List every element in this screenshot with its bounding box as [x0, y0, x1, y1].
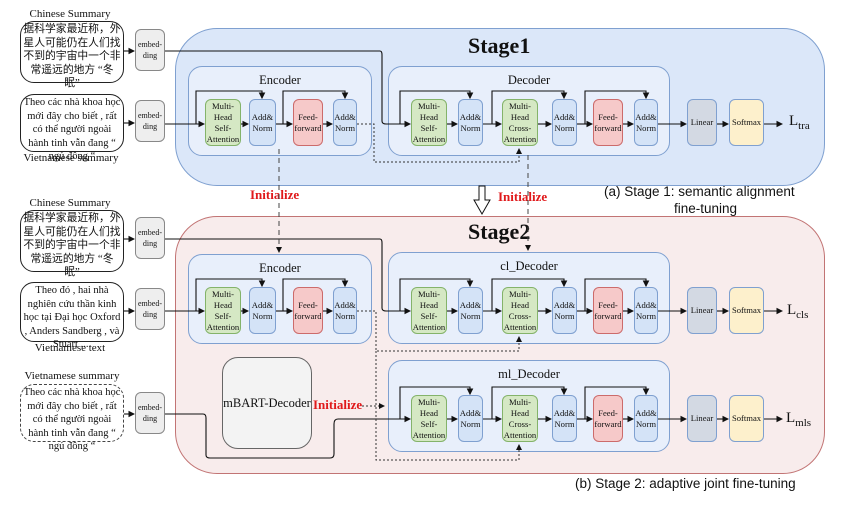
loss-cls: Lcls	[787, 302, 809, 321]
self-attention-block: Multi-Head Self-Attention	[411, 395, 447, 442]
add-norm-block: Add& Norm	[249, 287, 276, 334]
stage1-caption-line2: fine-tuning	[674, 201, 738, 216]
initialize-label: Initialize	[498, 189, 548, 204]
add-norm-block: Add& Norm	[552, 395, 577, 442]
encoder-label: Encoder	[259, 261, 301, 275]
stage2-title: Stage2	[468, 219, 531, 244]
add-norm-block: Add& Norm	[458, 287, 483, 334]
add-norm-block: Add& Norm	[458, 99, 483, 146]
add-norm-block: Add& Norm	[634, 99, 658, 146]
initialize-label: Initialize	[250, 187, 300, 202]
input-caption: Vietnamese summary	[23, 152, 119, 164]
loss-mls: Lmls	[786, 410, 812, 429]
embedding-block: embed-ding	[135, 392, 165, 434]
chinese-summary-input: 据科学家最近称，外星人可能仍在人们找不到的宇宙中一个非常遥远的地方 “冬眠”	[20, 21, 124, 89]
arrow	[165, 50, 412, 128]
embedding-block: embed-ding	[135, 217, 165, 259]
linear-block: Linear	[687, 99, 717, 146]
initialize-label: Initialize	[313, 397, 363, 412]
cl-decoder-label: cl_Decoder	[500, 259, 558, 273]
vietnamese-text-input: Theo đó , hai nhà nghiên cứu thần kinh h…	[20, 282, 124, 350]
cross-attention-block: Multi-Head Cross-Attention	[502, 287, 538, 334]
add-norm-block: Add& Norm	[333, 99, 357, 146]
stage2-caption: (b) Stage 2: adaptive joint fine-tuning	[575, 476, 796, 491]
input-caption: Vietnamese text	[34, 342, 106, 354]
stage1-title: Stage1	[468, 33, 531, 58]
add-norm-block: Add& Norm	[634, 395, 658, 442]
loss-tra: Ltra	[789, 113, 810, 132]
embedding-block: embed-ding	[135, 100, 165, 142]
softmax-block: Softmax	[729, 395, 764, 442]
feed-forward-block: Feed-forward	[593, 287, 623, 334]
stage-transition-arrow	[473, 185, 491, 216]
self-attention-block: Multi-Head Self-Attention	[205, 99, 241, 146]
add-norm-block: Add& Norm	[634, 287, 658, 334]
add-norm-block: Add& Norm	[552, 99, 577, 146]
vietnamese-summary-input: Theo các nhà khoa học mới đây cho biết ,…	[20, 94, 124, 162]
feed-forward-block: Feed-forward	[593, 99, 623, 146]
decoder-label: Decoder	[507, 73, 551, 87]
add-norm-block: Add& Norm	[249, 99, 276, 146]
chinese-summary-input: 据科学家最近称，外星人可能仍在人们找不到的宇宙中一个非常遥远的地方 “冬眠”	[20, 210, 124, 278]
embedding-block: embed-ding	[135, 29, 165, 71]
self-attention-block: Multi-Head Self-Attention	[411, 287, 447, 334]
stage1-caption: (a) Stage 1: semantic alignment	[604, 184, 795, 199]
feed-forward-block: Feed-forward	[293, 99, 323, 146]
softmax-block: Softmax	[729, 287, 764, 334]
ml-decoder-label: ml_Decoder	[498, 367, 560, 381]
self-attention-block: Multi-Head Self-Attention	[205, 287, 241, 334]
linear-block: Linear	[687, 287, 717, 334]
add-norm-block: Add& Norm	[333, 287, 357, 334]
cross-attention-block: Multi-Head Cross-Attention	[502, 99, 538, 146]
cross-attention-block: Multi-Head Cross-Attention	[502, 395, 538, 442]
softmax-block: Softmax	[729, 99, 764, 146]
add-norm-block: Add& Norm	[458, 395, 483, 442]
feed-forward-block: Feed-forward	[593, 395, 623, 442]
mbart-decoder-block: mBART-Decoder	[222, 357, 312, 449]
input-caption: Vietnamese summary	[24, 370, 120, 382]
input-caption: Chinese Summary	[29, 197, 111, 209]
linear-block: Linear	[687, 395, 717, 442]
input-caption: Chinese Summary	[29, 8, 111, 20]
embedding-block: embed-ding	[135, 288, 165, 330]
self-attention-block: Multi-Head Self-Attention	[411, 99, 447, 146]
add-norm-block: Add& Norm	[552, 287, 577, 334]
encoder-label: Encoder	[259, 73, 301, 87]
vietnamese-summary-input: Theo các nhà khoa học mới đây cho biết ,…	[20, 384, 124, 452]
feed-forward-block: Feed-forward	[293, 287, 323, 334]
